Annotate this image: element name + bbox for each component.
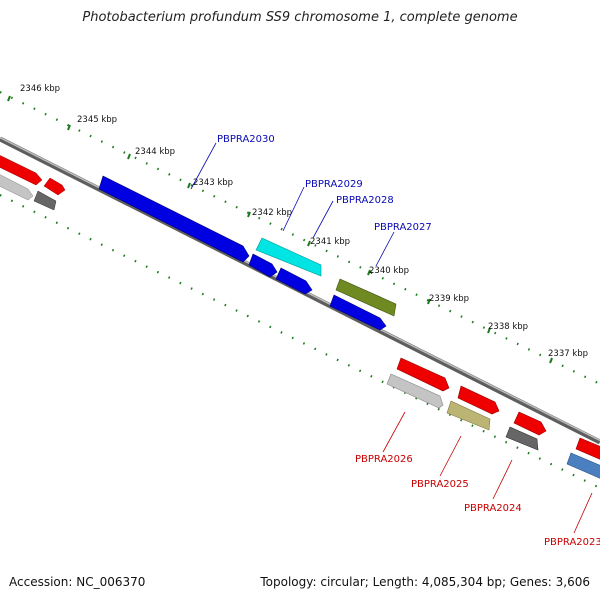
- gene-label-PBPRA2030[interactable]: PBPRA2030: [217, 134, 275, 145]
- gene-PBPRA2030[interactable]: [98, 175, 250, 263]
- gene-label-PBPRA2024[interactable]: PBPRA2024: [464, 503, 522, 514]
- gene-PBPRA2029[interactable]: [255, 237, 322, 277]
- gene-PBPRA2028-left[interactable]: [248, 253, 278, 278]
- inner-tick-track: [0, 194, 600, 489]
- scale-label: 2346 kbp: [20, 84, 60, 94]
- scale-label: 2337 kbp: [548, 349, 588, 359]
- gene-PBPRA2027[interactable]: [329, 294, 387, 331]
- gene-label-PBPRA2027[interactable]: PBPRA2027: [374, 222, 432, 233]
- scale-label: 2345 kbp: [77, 115, 117, 125]
- scale-label: 2338 kbp: [488, 322, 528, 332]
- gene-PBPRA2025[interactable]: [446, 400, 491, 431]
- gene-PBPRA2028[interactable]: [275, 267, 313, 295]
- gene-red-4[interactable]: [575, 437, 600, 461]
- edge-genes-left: [0, 153, 66, 211]
- gene-arrow[interactable]: [0, 172, 34, 201]
- scale-label: 2341 kbp: [310, 237, 350, 247]
- gene-label-PBPRA2028[interactable]: PBPRA2028: [336, 195, 394, 206]
- gene-red-2[interactable]: [457, 385, 500, 415]
- gene-label-PBPRA2023[interactable]: PBPRA2023: [544, 537, 600, 548]
- gene-red-3[interactable]: [513, 411, 547, 436]
- map-title: Photobacterium profundum SS9 chromosome …: [82, 10, 518, 25]
- gene-PBPRA2024[interactable]: [505, 426, 539, 451]
- gene-label-PBPRA2026[interactable]: PBPRA2026: [355, 454, 413, 465]
- minus-strand-genes: [386, 357, 600, 480]
- scale-ticks: [7, 95, 553, 364]
- gene-PBPRA2026[interactable]: [386, 373, 444, 409]
- scale-label: 2343 kbp: [193, 178, 233, 188]
- scale-label: 2340 kbp: [369, 266, 409, 276]
- plus-strand-genes: [98, 175, 397, 331]
- accession-text: Accession: NC_006370: [9, 575, 146, 589]
- gene-PBPRA2023[interactable]: [566, 452, 600, 480]
- gene-label-PBPRA2029[interactable]: PBPRA2029: [305, 179, 363, 190]
- scale-label: 2339 kbp: [429, 294, 469, 304]
- scale-labels: 2346 kbp 2345 kbp 2344 kbp 2343 kbp 2342…: [20, 84, 588, 359]
- scale-label: 2344 kbp: [135, 147, 175, 157]
- gene-arrow[interactable]: [43, 177, 66, 196]
- gene-labels: PBPRA2030 PBPRA2029 PBPRA2028 PBPRA2027 …: [217, 134, 600, 548]
- gene-red-1[interactable]: [396, 357, 450, 392]
- gene-olive[interactable]: [335, 278, 397, 317]
- gene-arrow[interactable]: [33, 190, 57, 211]
- scale-label: 2342 kbp: [252, 208, 292, 218]
- outer-tick-track: [0, 91, 600, 385]
- gene-arrow[interactable]: [0, 153, 43, 186]
- label-leaders: [190, 142, 593, 534]
- genome-summary-text: Topology: circular; Length: 4,085,304 bp…: [260, 575, 590, 589]
- gene-label-PBPRA2025[interactable]: PBPRA2025: [411, 479, 469, 490]
